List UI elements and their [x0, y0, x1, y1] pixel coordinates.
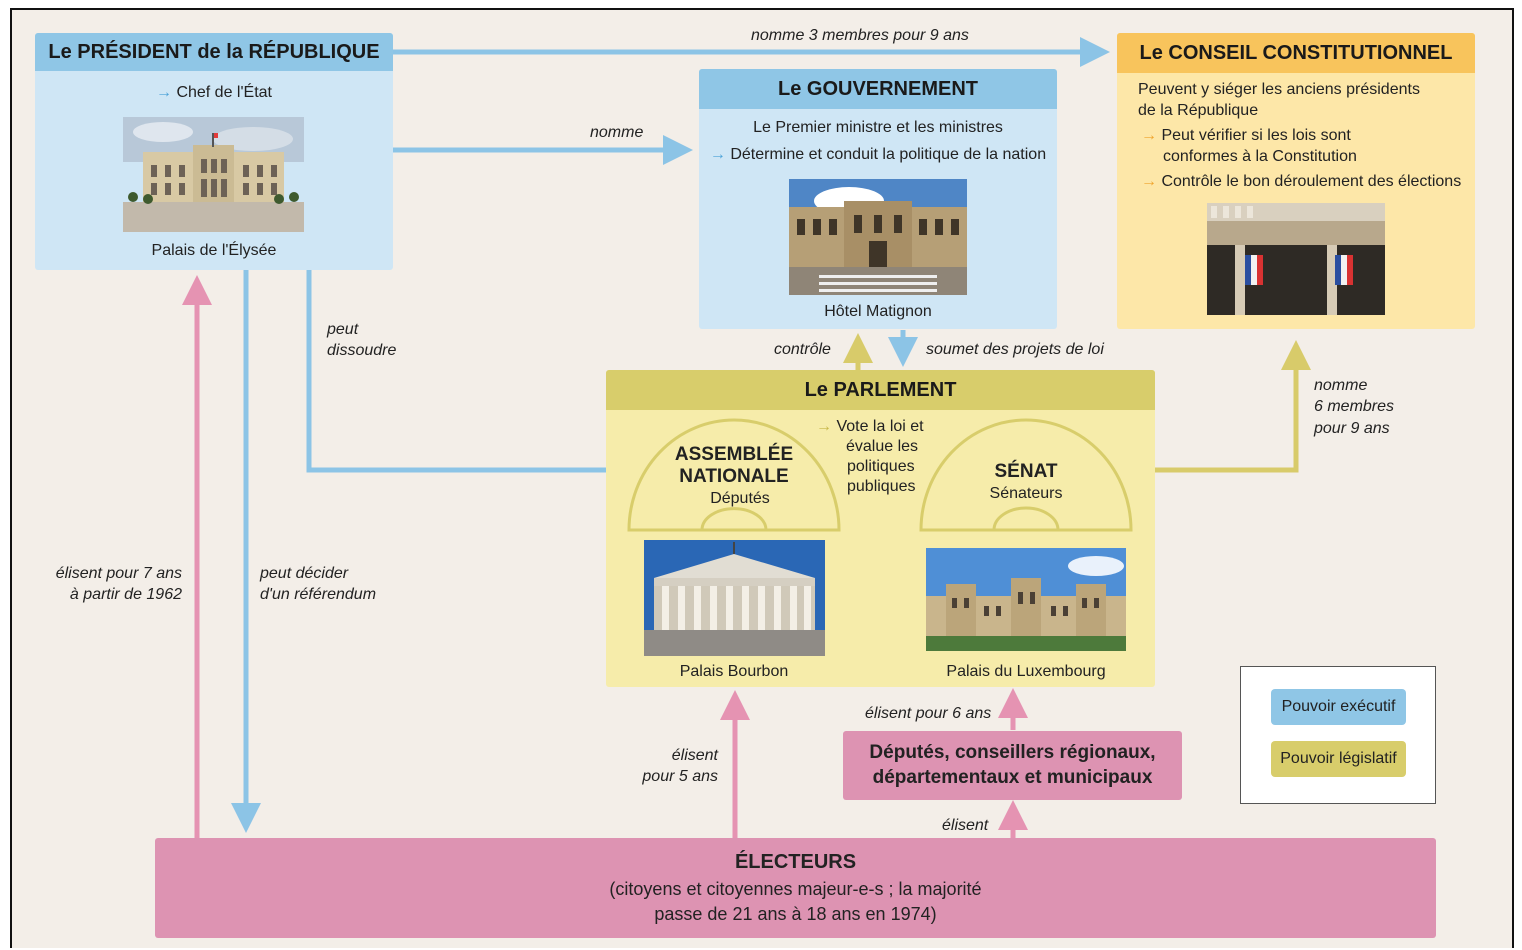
label-nomme-gouvernement: nomme [590, 124, 644, 141]
matignon-caption: Hôtel Matignon [824, 303, 932, 320]
parlement-role-line1: Vote la loi et [836, 418, 924, 435]
luxembourg-illustration [926, 548, 1126, 651]
label-peut-dissoudre-1: peut [327, 321, 359, 338]
legend-legislatif: Pouvoir législatif [1271, 741, 1406, 777]
label-elisent7-2: à partir de 1962 [69, 586, 182, 603]
label-referendum-1: peut décider [260, 565, 349, 582]
gouvernement-title: Le GOUVERNEMENT [699, 69, 1057, 109]
senat-title: SÉNAT [994, 461, 1058, 482]
elysee-photo [123, 117, 304, 232]
parlement-role-4: publiques [847, 478, 916, 495]
bourbon-photo [644, 540, 825, 656]
grands-electeurs-line2: départementaux et municipaux [872, 767, 1153, 788]
gouvernement-box: Le GOUVERNEMENT Le Premier ministre et l… [699, 69, 1057, 329]
label-peut-dissoudre-2: dissoudre [327, 342, 397, 359]
president-role: Chef de l'État [176, 84, 272, 101]
electeurs-line2: passe de 21 ans à 18 ans en 1974) [654, 904, 937, 924]
parlement-role-3: politiques [847, 458, 915, 475]
parlement-role-2: évalue les [846, 438, 919, 455]
conseil-intro-1: Peuvent y siéger les anciens présidents [1138, 81, 1420, 98]
arrow-right-icon: → [1141, 173, 1157, 190]
elysee-caption: Palais de l'Élysée [151, 242, 277, 259]
conseil-box: Le CONSEIL CONSTITUTIONNEL Peuvent y sié… [1117, 33, 1475, 329]
label-nomme6-1: nomme [1314, 377, 1368, 394]
conseil-role1: → Peut vérifier si les lois sont [1141, 126, 1351, 146]
legend-box: Pouvoir exécutif Pouvoir législatif [1240, 666, 1436, 804]
luxembourg-photo [926, 548, 1126, 651]
senat-members: Sénateurs [989, 485, 1063, 502]
label-nomme-3: nomme 3 membres pour 9 ans [751, 27, 969, 44]
conseil-intro-2: de la République [1138, 102, 1259, 119]
label-elisent5-1: élisent [671, 747, 718, 764]
bourbon-caption: Palais Bourbon [679, 663, 789, 680]
president-box: Le PRÉSIDENT de la RÉPUBLIQUE → Chef de … [35, 33, 393, 270]
gouvernement-role: Détermine et conduit la politique de la … [730, 146, 1047, 163]
label-elisent6: élisent pour 6 ans [865, 705, 992, 722]
assemblee-title-1: ASSEMBLÉE [674, 444, 794, 465]
electeurs-box: ÉLECTEURS (citoyens et citoyennes majeur… [155, 838, 1436, 938]
grands-electeurs-box: Députés, conseillers régionaux, départem… [843, 731, 1182, 800]
legend-executif: Pouvoir exécutif [1271, 689, 1406, 725]
label-soumet: soumet des projets de loi [926, 341, 1104, 358]
label-controle: contrôle [774, 341, 831, 358]
label-elisent5-2: pour 5 ans [642, 768, 718, 785]
conseil-role2-text: Contrôle le bon déroulement des élection… [1161, 173, 1462, 190]
matignon-illustration [789, 179, 967, 295]
arrow-right-icon: → [1141, 127, 1157, 144]
conseil-illustration [1207, 203, 1385, 315]
president-title: Le PRÉSIDENT de la RÉPUBLIQUE [35, 33, 393, 71]
grands-electeurs-line1: Députés, conseillers régionaux, [869, 742, 1156, 763]
hemicycles [627, 418, 1133, 532]
parlement-role-1: → Vote la loi et [816, 417, 924, 437]
conseil-title: Le CONSEIL CONSTITUTIONNEL [1117, 33, 1475, 73]
conseil-role2: → Contrôle le bon déroulement des électi… [1141, 172, 1461, 192]
arrow-nomme-6 [1155, 340, 1311, 473]
label-nomme6-3: pour 9 ans [1314, 420, 1390, 437]
luxembourg-caption: Palais du Luxembourg [946, 663, 1106, 680]
conseil-role1-line1: Peut vérifier si les lois sont [1161, 127, 1351, 144]
conseil-photo [1207, 203, 1385, 315]
parlement-title: Le PARLEMENT [606, 370, 1155, 410]
arrow-right-icon: → [816, 418, 832, 435]
matignon-photo [789, 179, 967, 295]
elysee-illustration [123, 117, 304, 232]
label-elisent7-1: élisent pour 7 ans [55, 565, 182, 582]
senat-hemicycle [919, 418, 1133, 532]
assemblee-title-2: NATIONALE [679, 466, 789, 487]
arrow-right-icon: → [709, 146, 726, 163]
gouvernement-role-row: → Détermine et conduit la politique de l… [699, 145, 1057, 165]
assemblee-hemicycle [627, 418, 841, 532]
label-elisent: élisent [942, 817, 989, 834]
president-role-row: → Chef de l'État [35, 83, 393, 103]
parlement-box: Le PARLEMENT ASSEMBLÉE NATIONALE Députés… [606, 370, 1155, 687]
electeurs-title: ÉLECTEURS [734, 851, 857, 873]
label-referendum-2: d'un référendum [260, 586, 377, 603]
assemblee-members: Députés [710, 490, 770, 507]
arrow-right-icon: → [155, 84, 172, 101]
arrow-peut-dissoudre [306, 270, 640, 485]
electeurs-line1: (citoyens et citoyennes majeur-e-s ; la … [609, 879, 982, 899]
conseil-role1-line2: conformes à la Constitution [1163, 148, 1357, 165]
bourbon-illustration [644, 540, 825, 656]
label-nomme6-2: 6 membres [1314, 398, 1395, 415]
gouvernement-members: Le Premier ministre et les ministres [753, 119, 1003, 136]
